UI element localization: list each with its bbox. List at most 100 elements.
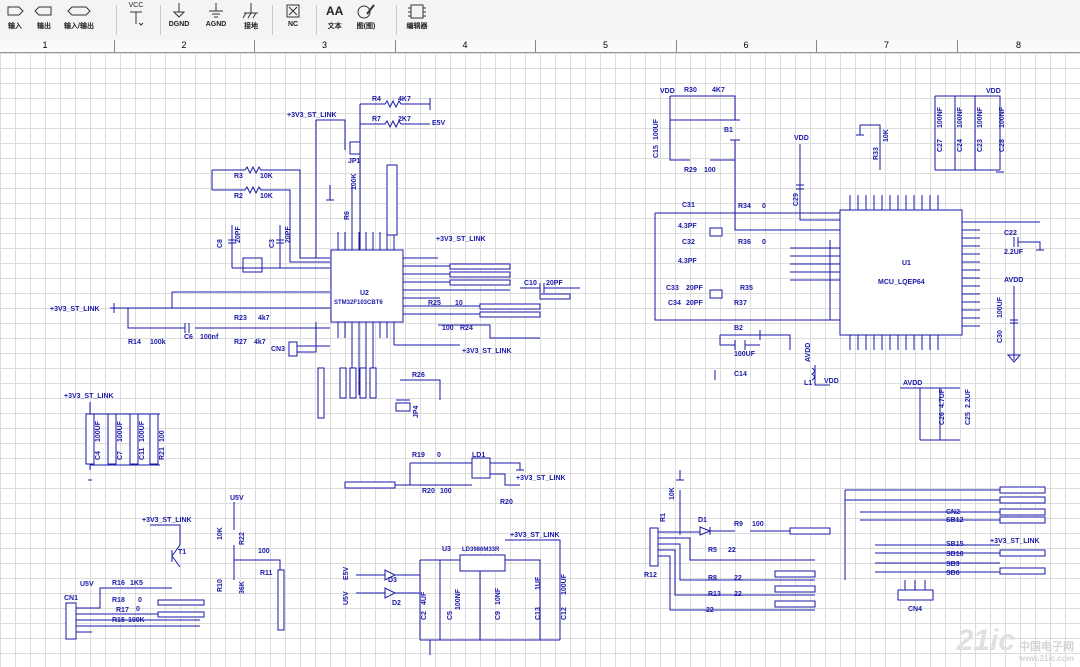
- value-label: 20PF: [546, 280, 563, 287]
- ref-label: R5: [708, 547, 717, 554]
- ref-label: B1: [724, 127, 733, 134]
- ref-label: CN1: [64, 595, 78, 602]
- ruler-tick: [957, 40, 958, 52]
- value-label: 20PF: [686, 300, 703, 307]
- text-tool[interactable]: AA 文本: [326, 4, 344, 30]
- net-tag: [774, 585, 816, 593]
- ref-label: R25: [428, 300, 441, 307]
- ref-label: C32: [682, 239, 695, 246]
- value-label: 4.3PF: [678, 223, 697, 230]
- output-port-icon: [34, 6, 52, 16]
- cn1-connector: [65, 602, 77, 640]
- ref-label: 10K: [217, 527, 224, 540]
- ref-label: R11: [260, 570, 273, 577]
- ref-label: R26: [412, 372, 425, 379]
- net-tag: [774, 570, 816, 578]
- value-label: 2.2UF: [1004, 249, 1024, 256]
- net-label: +3V3_ST_LINK: [990, 538, 1040, 545]
- output-port-tool[interactable]: 输出: [33, 2, 55, 31]
- value-label: 10: [455, 300, 463, 307]
- value-label: 100UF: [561, 573, 568, 595]
- u3-part: LD3986M33R: [462, 547, 500, 553]
- editor-tool[interactable]: 编辑器: [406, 2, 428, 31]
- ref-label: R29: [684, 167, 697, 174]
- ref-label: R4: [372, 96, 381, 103]
- value-label: 0: [136, 606, 140, 613]
- ref-label: C15: [653, 145, 660, 158]
- net-label: U5V: [230, 495, 244, 502]
- value-label: 100UF: [997, 296, 1004, 318]
- ref-label: R35: [740, 285, 753, 292]
- u3-chip: [459, 554, 506, 572]
- net-tag: [359, 367, 367, 399]
- net-label: U5V: [343, 591, 350, 605]
- net-tag: [157, 599, 205, 606]
- vdd-caps: VDD C27 100NF C24 100NF C23 100NF C28 10…: [934, 88, 1006, 173]
- ref-label: C25: [965, 412, 972, 425]
- net-tag: [317, 367, 325, 419]
- vcc-tool[interactable]: VCC: [126, 2, 146, 27]
- ref-label: R33: [873, 147, 880, 160]
- value-label: 100NF: [999, 106, 1006, 128]
- ref-label: C11: [139, 447, 146, 460]
- ref-label: B2: [734, 325, 743, 332]
- toolbar-separator: [160, 5, 161, 35]
- net-tag: [449, 271, 511, 278]
- ruler-col-8: 8: [1015, 40, 1021, 50]
- net-tag: [999, 567, 1046, 575]
- toolbar-separator: [272, 5, 273, 35]
- value-label: 100NF: [977, 106, 984, 128]
- ref-label: C6: [184, 334, 193, 341]
- ruler-col-2: 2: [181, 40, 187, 50]
- ground-tool[interactable]: 接地: [240, 2, 262, 31]
- jp1-jumper: [349, 141, 361, 155]
- value-label: 4K7: [398, 96, 411, 103]
- ref-label: R36: [738, 239, 751, 246]
- ref-label: CN4: [908, 606, 922, 613]
- net-label: +3V3_ST_LINK: [287, 112, 337, 119]
- ground-icon: [242, 3, 258, 19]
- ref-label: R21: [159, 447, 166, 460]
- ruler-tick: [254, 40, 255, 52]
- ref-label: SB6: [946, 570, 960, 577]
- dgnd-tool[interactable]: DGND: [168, 2, 190, 28]
- value-label: 1UF: [535, 576, 542, 590]
- ref-label: C12: [561, 607, 568, 620]
- net-label: E5V: [432, 120, 446, 127]
- net-tag: [789, 527, 831, 535]
- value-label: 4UF: [421, 591, 428, 605]
- nc-tool[interactable]: NC: [282, 2, 304, 28]
- ref-label: R18: [112, 597, 125, 604]
- value-label: 10NF: [495, 587, 502, 605]
- value-label: 100: [440, 488, 452, 495]
- io-port-tool[interactable]: 输入/输出: [64, 2, 94, 31]
- value-label: 4.3PF: [678, 258, 697, 265]
- value-label: 20PF: [235, 226, 242, 243]
- column-ruler: 1 2 3 4 5 6 7 8: [0, 40, 1080, 53]
- ref-label: C26: [939, 412, 946, 425]
- ref-label: C5: [447, 611, 454, 620]
- ref-label: C7: [117, 451, 124, 460]
- schematic-canvas[interactable]: +3V3_ST_LINK JP1 R4 4K7 R7 2K7 E5V R3 10…: [0, 53, 1080, 667]
- input-port-tool[interactable]: 输入: [4, 2, 26, 31]
- watermark-brand: 21ic: [956, 624, 1015, 657]
- net-label: U5V: [80, 581, 94, 588]
- value-label: 100k: [150, 339, 166, 346]
- u2-part: STM32F103CBT6: [334, 300, 383, 306]
- usb-block: +3V3_ST_LINK U5V T1 10K R22 R10 36K 100 …: [64, 495, 285, 640]
- ref-label: C3: [269, 239, 276, 248]
- value-label: 1K5: [130, 580, 143, 587]
- value-label: 4K7: [712, 87, 725, 94]
- cap-block: [149, 413, 159, 465]
- value-label: 4k7: [258, 315, 270, 322]
- agnd-tool[interactable]: AGND: [205, 2, 227, 28]
- net-tag: [999, 486, 1046, 494]
- net-label: +3V3_ST_LINK: [516, 475, 566, 482]
- value-label: 10K: [883, 129, 890, 142]
- ref-label: R2: [234, 193, 243, 200]
- net-tag: [539, 293, 571, 300]
- image-tool[interactable]: 图(图): [355, 2, 377, 31]
- net-tag: [479, 303, 541, 310]
- ref-label: C23: [977, 139, 984, 152]
- ruler-tick: [816, 40, 817, 52]
